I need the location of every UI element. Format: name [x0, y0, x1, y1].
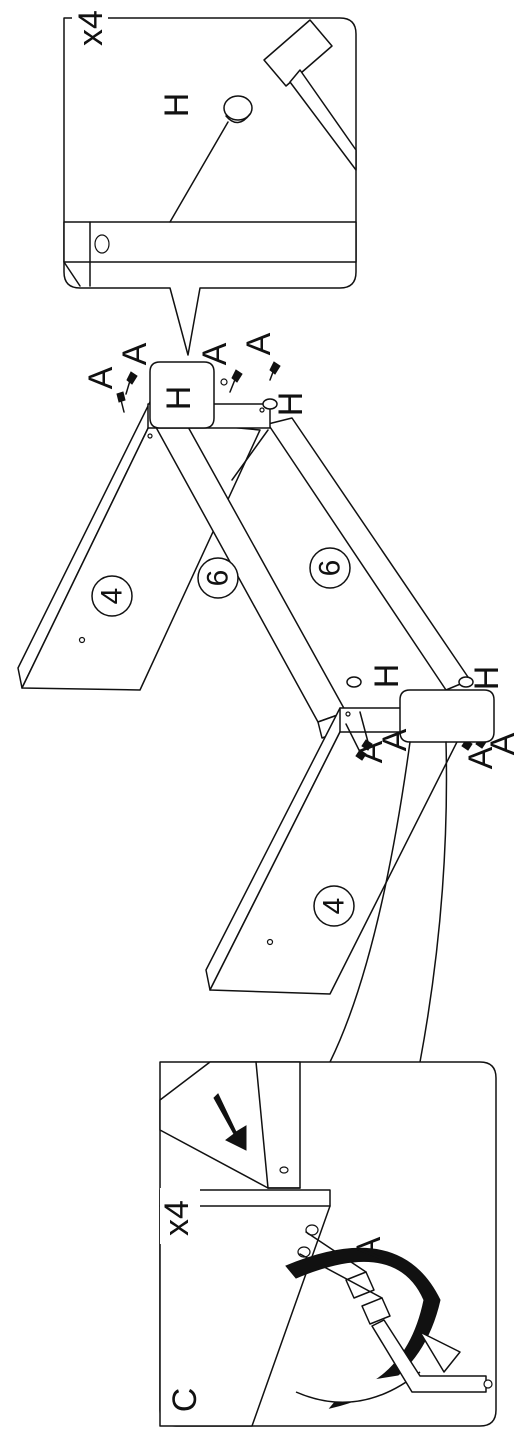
bolt-label-3: A — [196, 342, 234, 365]
bolt-detail-quantity: x4 — [158, 1200, 196, 1236]
part-number-6-right: 6 — [314, 560, 347, 577]
dowel-pin-icon — [169, 95, 253, 223]
callout-leader-lines — [329, 741, 448, 1063]
dowel-detail-frame — [63, 17, 357, 356]
top-joint-highlight — [149, 361, 215, 429]
bolt-label-8: A — [484, 732, 521, 755]
bolt-detail-callout: A C x4 — [158, 1061, 497, 1427]
part-label-side-bottom: 4 — [313, 885, 355, 927]
dowel-label-1: H — [160, 386, 198, 411]
qty-mask-bottom — [160, 1188, 200, 1244]
hammer-icon — [263, 19, 357, 171]
main-assembly: 4 6 6 4 A A A — [17, 332, 521, 1063]
part-label-rail-top: 6 — [197, 557, 239, 599]
bolt-label-1: A — [82, 366, 120, 389]
dowel-detail-callout: H x4 — [63, 6, 357, 356]
allen-wrench-icon — [371, 1319, 493, 1393]
side-panel-bottom — [205, 707, 463, 995]
bottom-joint-highlight — [399, 689, 495, 743]
part-number-4-bottom: 4 — [318, 898, 351, 915]
bolt-label-2: A — [116, 342, 154, 365]
part-label-side-top: 4 — [91, 575, 133, 617]
bolt-label-4: A — [240, 332, 278, 355]
detail-board-end — [63, 221, 357, 287]
bolt-label-7: A — [462, 746, 500, 769]
dowel-detail-quantity: x4 — [72, 10, 110, 46]
dowel-detail-label: H — [158, 93, 196, 118]
dowel-hole — [94, 234, 110, 254]
dowel-label-2: H — [272, 392, 310, 417]
dowel-label-3: H — [368, 664, 406, 689]
bolt-label-5: A — [352, 740, 390, 763]
wrench-label: C — [166, 1388, 204, 1413]
part-label-rail-right: 6 — [309, 547, 351, 589]
bolt-pair-icon — [299, 1231, 391, 1325]
qty-mask — [72, 6, 108, 48]
bolt-label-6: A — [376, 728, 414, 751]
dowel-label-4: H — [468, 666, 506, 691]
rail-top-right — [231, 417, 471, 691]
top-hardware — [116, 361, 281, 429]
bottom-hardware — [345, 676, 495, 761]
part-number-4-top: 4 — [96, 588, 129, 605]
bolt-detail-label: A — [350, 1236, 388, 1259]
insert-arrow-icon — [213, 1093, 247, 1151]
part-number-6-left: 6 — [202, 570, 235, 587]
